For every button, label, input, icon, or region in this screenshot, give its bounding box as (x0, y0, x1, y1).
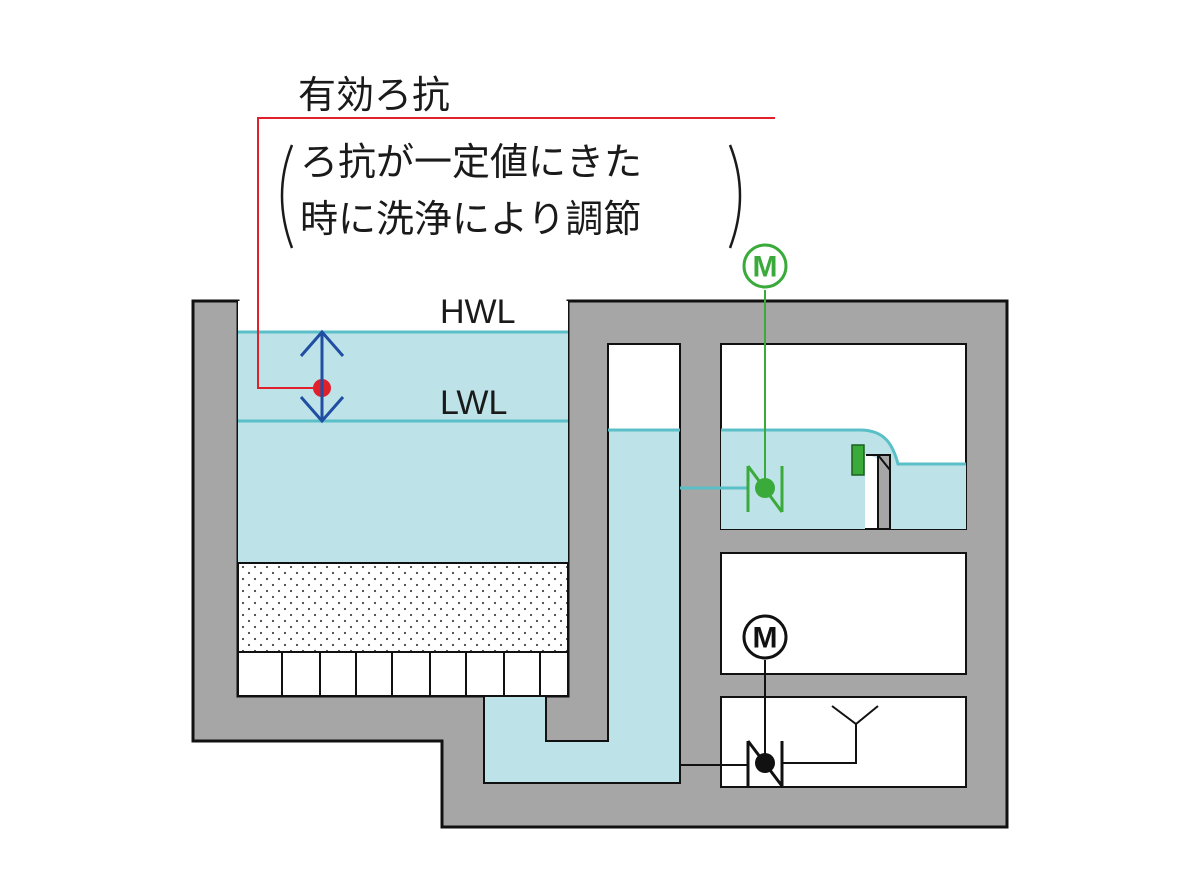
sand-layer (237, 562, 569, 653)
motor-bottom-label: M (753, 622, 778, 655)
overflow-gate-icon (851, 444, 865, 476)
hwl-label: HWL (440, 293, 516, 331)
note-line-1: ろ抗が一定値にきた (300, 140, 642, 184)
note-line-2: 時に洗浄により調節 (300, 197, 641, 241)
motorized-valve-green: M (742, 243, 865, 513)
drain-outlet-icon (782, 724, 857, 764)
weir-chamber (680, 343, 967, 530)
drain-chamber (720, 696, 967, 788)
motor-top-circle (742, 243, 788, 289)
motorized-valve-black: M (680, 614, 879, 787)
outflow-channel (483, 343, 681, 784)
motor-bottom-circle (742, 614, 788, 660)
underdrain-blocks (237, 651, 569, 697)
effective-head-label: 有効ろ抗 (298, 73, 450, 117)
lwl-label: LWL (440, 384, 507, 422)
filter-tank (237, 301, 569, 697)
level-arrow-icon (299, 329, 345, 424)
note-brackets (280, 144, 742, 249)
motor-top-label: M (753, 251, 778, 284)
filter-water (238, 332, 568, 563)
